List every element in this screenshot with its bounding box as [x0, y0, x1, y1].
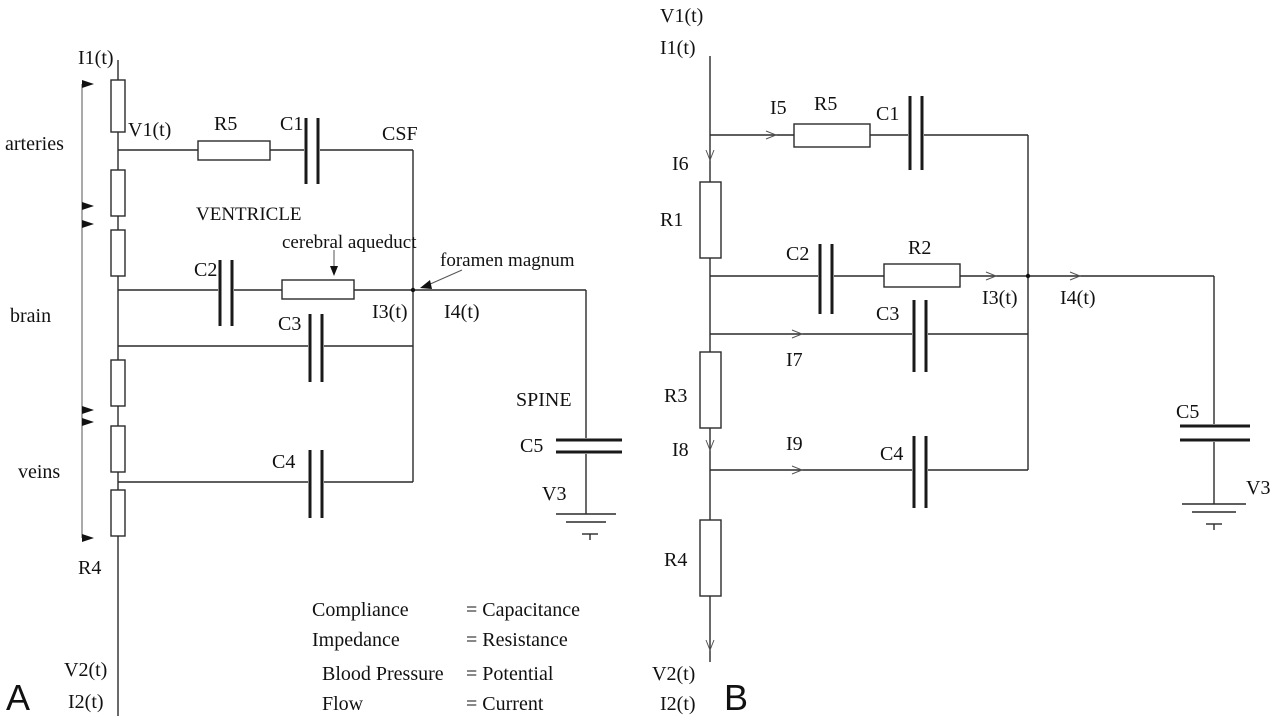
a-bracket-marker — [82, 202, 94, 210]
b-current-arrow-i4 — [1069, 271, 1082, 281]
legend-equiv-potential: = Potential — [466, 663, 554, 685]
b-label-r2: R2 — [908, 237, 931, 259]
legend-equiv-resistance: = Resistance — [466, 629, 568, 651]
b-label-i3: I3(t) — [982, 287, 1018, 309]
b-label-i5: I5 — [770, 97, 787, 119]
a-resistor-vein-1 — [110, 359, 126, 407]
legend-term-impedance: Impedance — [312, 629, 400, 651]
b-label-c3: C3 — [876, 303, 899, 325]
b-label-i2: I2(t) — [660, 693, 696, 715]
a-resistor-artery-2 — [110, 169, 126, 217]
b-label-r4: R4 — [664, 549, 687, 571]
b-label-i8: I8 — [672, 439, 689, 461]
a-label-r5: R5 — [214, 113, 237, 135]
b-label-i6: I6 — [672, 153, 689, 175]
a-aqueduct-pointer-head — [330, 266, 338, 276]
a-label-csf: CSF — [382, 123, 418, 145]
a-label-c2: C2 — [194, 259, 217, 281]
a-bracket-marker — [82, 80, 94, 88]
b-label-i4: I4(t) — [1060, 287, 1096, 309]
a-label-v3: V3 — [542, 483, 566, 505]
a-bracket-marker — [82, 418, 94, 426]
b-current-arrow-i8 — [705, 439, 715, 452]
a-label-c4: C4 — [272, 451, 295, 473]
b-current-arrow-i7 — [791, 329, 804, 339]
b-label-i7: I7 — [786, 349, 803, 371]
b-label-c4: C4 — [880, 443, 903, 465]
a-label-i2: I2(t) — [68, 691, 104, 713]
b-current-arrow-i3 — [985, 271, 998, 281]
b-label-i1: I1(t) — [660, 37, 696, 59]
b-label-i9: I9 — [786, 433, 803, 455]
a-bracket-marker — [82, 406, 94, 414]
b-resistor-r1 — [699, 181, 722, 259]
panel-b-label: B — [724, 677, 748, 718]
panel-b-circuit: V1(t) I1(t) I5 R5 C1 I6 R1 C2 R2 I3(t) I… — [652, 5, 1270, 718]
panel-a-circuit: I1(t) arteries V1(t) R5 C1 CSF VENTRICLE… — [5, 47, 622, 718]
a-label-c5: C5 — [520, 435, 543, 457]
b-junction-node — [1025, 273, 1031, 279]
a-label-foramen: foramen magnum — [440, 250, 575, 271]
a-resistor-artery-1 — [110, 79, 126, 133]
b-current-arrow-i6 — [705, 149, 715, 162]
b-label-c1: C1 — [876, 103, 899, 125]
a-label-i4: I4(t) — [444, 301, 480, 323]
a-label-veins: veins — [18, 461, 60, 483]
b-label-r3: R3 — [664, 385, 687, 407]
a-resistor-aqueduct — [281, 279, 355, 300]
a-label-ventricle: VENTRICLE — [196, 204, 302, 225]
b-label-v2: V2(t) — [652, 663, 695, 685]
legend: Compliance = Capacitance Impedance = Res… — [312, 599, 580, 715]
b-label-r5: R5 — [814, 93, 837, 115]
a-resistor-vein-3 — [110, 489, 126, 537]
b-current-arrow-i5 — [765, 130, 778, 140]
b-label-r1: R1 — [660, 209, 683, 231]
a-resistor-vein-2 — [110, 425, 126, 473]
a-foramen-pointer — [427, 269, 463, 286]
legend-term-compliance: Compliance — [312, 599, 409, 621]
b-label-c2: C2 — [786, 243, 809, 265]
a-label-v2: V2(t) — [64, 659, 107, 681]
b-resistor-r3 — [699, 351, 722, 429]
b-resistor-r4 — [699, 519, 722, 597]
a-label-v1: V1(t) — [128, 119, 171, 141]
legend-equiv-capacitance: = Capacitance — [466, 599, 580, 621]
a-label-c1: C1 — [280, 113, 303, 135]
b-current-arrow-i9 — [791, 465, 804, 475]
panel-a-label: A — [6, 677, 30, 718]
a-foramen-pointer-head — [420, 280, 432, 289]
legend-term-flow: Flow — [322, 693, 364, 715]
b-resistor-r2 — [883, 263, 961, 288]
a-label-i3: I3(t) — [372, 301, 408, 323]
legend-term-blood-pressure: Blood Pressure — [322, 663, 444, 685]
a-label-spine: SPINE — [516, 389, 572, 411]
b-label-v3: V3 — [1246, 477, 1270, 499]
b-label-v1: V1(t) — [660, 5, 703, 27]
a-resistor-brain-1 — [110, 229, 126, 277]
a-resistor-r5 — [197, 140, 271, 161]
a-junction-node — [410, 287, 416, 293]
b-resistor-r5 — [793, 123, 871, 148]
b-label-c5: C5 — [1176, 401, 1199, 423]
a-label-c3: C3 — [278, 313, 301, 335]
a-label-i1: I1(t) — [78, 47, 114, 69]
a-label-brain: brain — [10, 305, 51, 327]
legend-equiv-current: = Current — [466, 693, 544, 715]
b-current-arrow-out — [705, 639, 715, 652]
a-label-aqueduct: cerebral aqueduct — [282, 232, 417, 253]
a-label-arteries: arteries — [5, 133, 64, 155]
a-label-r4: R4 — [78, 557, 101, 579]
a-bracket-marker — [82, 220, 94, 228]
a-bracket-marker — [82, 534, 94, 542]
